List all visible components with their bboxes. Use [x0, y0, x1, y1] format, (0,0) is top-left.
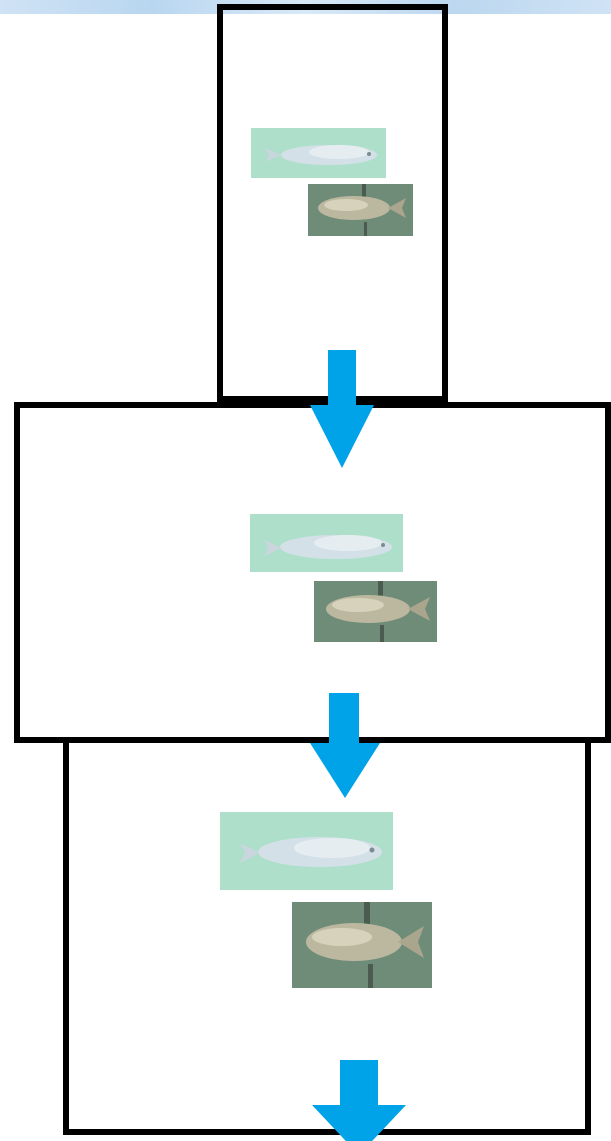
stage-1-dark-fish-patch — [308, 184, 413, 236]
stage-3-light-fish-patch — [220, 812, 393, 890]
stage-3-frame — [63, 737, 591, 1135]
down-arrow-icon — [310, 350, 374, 468]
dark-fish-image — [314, 581, 437, 642]
dark-fish-image — [292, 902, 432, 988]
dark-fish-image — [308, 184, 413, 236]
light-fish-image — [250, 514, 403, 572]
light-fish-image — [251, 128, 386, 178]
down-arrow-icon — [312, 1060, 406, 1141]
stage-1-light-fish-patch — [251, 128, 386, 178]
stage-3-dark-fish-patch — [292, 902, 432, 988]
stage-2-light-fish-patch — [250, 514, 403, 572]
stage-2-dark-fish-patch — [314, 581, 437, 642]
light-fish-image — [220, 812, 393, 890]
down-arrow-icon — [310, 693, 380, 798]
